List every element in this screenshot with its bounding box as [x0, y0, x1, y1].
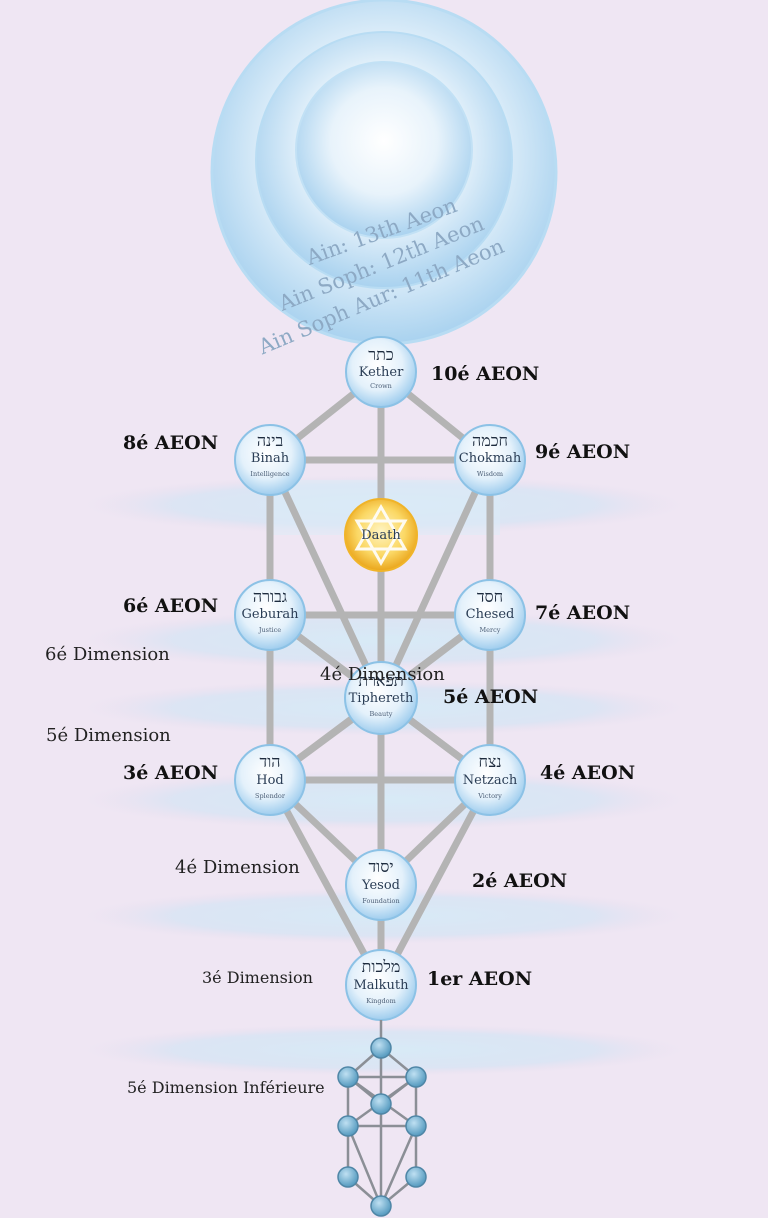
dimension-label-5-inferior: 5é Dimension Inférieure — [127, 1078, 325, 1097]
geburah-desc: Justice — [258, 626, 281, 634]
inferior-tree — [337, 1020, 427, 1217]
dimension-label-6: 6é Dimension — [45, 644, 170, 665]
aeon-label-chokmah: 9é AEON — [535, 441, 630, 463]
binah-name: Binah — [251, 451, 290, 466]
sephirah-yesod: יסוד Yesod Foundation — [345, 849, 417, 921]
yesod-desc: Foundation — [362, 897, 399, 905]
chokmah-hebrew: חכמה — [472, 431, 508, 450]
aeon-label-geburah: 6é AEON — [123, 595, 218, 617]
tiphereth-desc: Beauty — [370, 710, 393, 718]
ain-rings: Ain: 13th Aeon Ain Soph: 12th Aeon Ain S… — [210, 0, 558, 360]
sephirah-chokmah: חכמה Chokmah Wisdom — [454, 424, 526, 496]
chesed-name: Chesed — [466, 607, 515, 622]
sephirah-geburah: גבורה Geburah Justice — [234, 579, 306, 651]
aeon-label-netzach: 4é AEON — [540, 762, 635, 784]
aeon-label-binah: 8é AEON — [123, 432, 218, 454]
aeon-label-tiphereth: 5é AEON — [443, 686, 538, 708]
kether-hebrew: כתר — [368, 345, 393, 364]
daath-name: Daath — [361, 528, 401, 543]
yesod-name: Yesod — [361, 878, 400, 893]
geburah-name: Geburah — [241, 607, 299, 622]
aeon-label-chesed: 7é AEON — [535, 602, 630, 624]
aeon-labels: 10é AEON 8é AEON 9é AEON 6é AEON 7é AEON… — [123, 363, 635, 990]
binah-desc: Intelligence — [250, 470, 289, 478]
netzach-hebrew: נצח — [478, 752, 501, 771]
sephirah-daath: Daath — [344, 498, 418, 572]
aeon-label-malkuth: 1er AEON — [427, 968, 532, 990]
star-of-david-icon — [354, 503, 408, 567]
kether-desc: Crown — [370, 382, 392, 390]
tiphereth-hebrew: תפארת — [358, 671, 403, 690]
aeon-label-yesod: 2é AEON — [472, 870, 567, 892]
hod-hebrew: הוד — [260, 752, 281, 771]
chesed-desc: Mercy — [480, 626, 501, 634]
malkuth-name: Malkuth — [353, 978, 409, 993]
yesod-hebrew: יסוד — [368, 857, 393, 876]
dimension-label-4-center: 4é Dimension — [320, 664, 445, 685]
aeon-label-hod: 3é AEON — [123, 762, 218, 784]
sephirah-malkuth: מלכות Malkuth Kingdom — [345, 949, 417, 1021]
aeon-label-kether: 10é AEON — [431, 363, 539, 385]
dimension-label-3: 3é Dimension — [202, 968, 313, 987]
sephirah-tiphereth: תפארת Tiphereth Beauty — [344, 661, 418, 735]
chesed-hebrew: חסד — [477, 587, 503, 606]
dimension-label-5: 5é Dimension — [46, 725, 171, 746]
sephirah-hod: הוד Hod Splendor — [234, 744, 306, 816]
geburah-hebrew: גבורה — [253, 587, 287, 606]
binah-hebrew: בינה — [257, 431, 284, 450]
netzach-desc: Victory — [477, 792, 502, 800]
kether-name: Kether — [359, 365, 404, 380]
hod-desc: Splendor — [255, 792, 286, 800]
netzach-name: Netzach — [463, 773, 518, 788]
sephirah-kether: כתר Kether Crown — [345, 336, 417, 408]
sephirah-chesed: חסד Chesed Mercy — [454, 579, 526, 651]
dimension-labels: 6é Dimension 4é Dimension 5é Dimension 4… — [45, 644, 445, 1097]
dimension-label-4: 4é Dimension — [175, 857, 300, 878]
sephirah-netzach: נצח Netzach Victory — [454, 744, 526, 816]
malkuth-hebrew: מלכות — [362, 957, 401, 976]
malkuth-desc: Kingdom — [366, 997, 396, 1005]
tiphereth-name: Tiphereth — [349, 691, 414, 706]
sephirah-binah: בינה Binah Intelligence — [234, 424, 306, 496]
hod-name: Hod — [256, 773, 284, 788]
chokmah-desc: Wisdom — [477, 470, 503, 478]
chokmah-name: Chokmah — [459, 451, 522, 466]
